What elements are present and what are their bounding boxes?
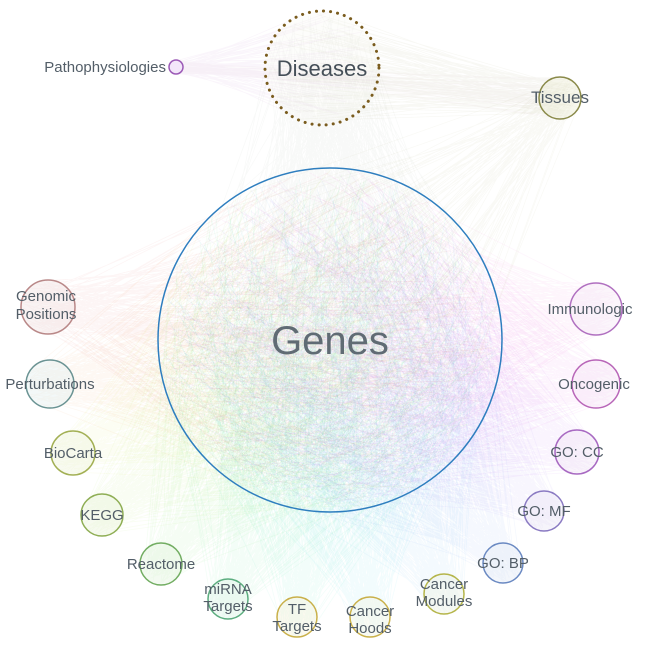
node-oncogenic-label: Oncogenic <box>558 376 630 393</box>
edge-bundle-genes-tissues <box>163 78 580 506</box>
edge-bundle-genes-diseases <box>159 11 495 505</box>
edge-bundle-genes-biocarta <box>52 169 490 489</box>
node-tf-targets[interactable] <box>276 596 318 638</box>
node-cancer-modules-label: Cancer <box>420 576 468 593</box>
edge-bundle-genes-kegg <box>81 178 496 535</box>
node-diseases[interactable] <box>263 9 381 127</box>
node-go-cc-label: GO: CC <box>550 444 604 461</box>
edge-bundle-genes-go-mf <box>160 177 564 530</box>
node-go-bp[interactable] <box>482 542 524 584</box>
node-go-bp-label: GO: BP <box>477 555 529 572</box>
edge-bundle-genes-cancer-modules <box>165 184 490 614</box>
edge-bundle-genes-perturbations <box>27 173 495 507</box>
node-perturbations-label: Perturbations <box>5 376 94 393</box>
node-genomic-positions-label: Positions <box>16 306 77 323</box>
node-immunologic[interactable] <box>569 282 623 336</box>
node-tissues[interactable] <box>538 76 582 120</box>
node-labels: Genes Diseases PathophysiologiesTissuesGen… <box>5 56 633 637</box>
node-mirna-targets-label: miRNA <box>204 581 252 598</box>
edge-bundles <box>22 11 622 637</box>
node-cancer-hoods-label: Hoods <box>348 620 391 637</box>
node-genes-label: Genes <box>271 319 389 363</box>
node-cancer-hoods-label: Cancer <box>346 603 394 620</box>
node-genes[interactable] <box>157 167 503 513</box>
node-biocarta[interactable] <box>50 430 96 476</box>
edge-bundle-genes-mirna-targets <box>161 170 498 619</box>
edge-bundle-genes-reactome <box>142 174 501 583</box>
node-pathophysiologies-label: Pathophysiologies <box>44 59 166 76</box>
node-tf-targets-label: TF <box>288 601 306 618</box>
node-genomic-positions-label: Genomic <box>16 288 77 305</box>
node-cancer-hoods[interactable] <box>349 596 391 638</box>
node-diseases-label: Diseases <box>277 56 367 81</box>
node-circles <box>20 9 623 638</box>
edge-bundle-genes-go-cc <box>162 169 599 503</box>
node-kegg[interactable] <box>80 493 124 537</box>
edge-bundle-genes-genomic-positions <box>22 172 491 506</box>
node-immunologic-label: Immunologic <box>547 301 633 318</box>
edge-bundle-genes-go-bp <box>165 177 523 583</box>
node-oncogenic[interactable] <box>571 359 621 409</box>
node-tf-targets-label: Targets <box>272 618 321 635</box>
edge-bundle-pathophysiologies-tissues <box>170 59 580 118</box>
node-perturbations[interactable] <box>25 359 75 409</box>
node-mirna-targets-label: Targets <box>203 598 252 615</box>
node-go-mf[interactable] <box>523 490 565 532</box>
node-cancer-modules-label: Modules <box>416 593 473 610</box>
node-reactome-label: Reactome <box>127 556 195 573</box>
node-genomic-positions[interactable] <box>20 279 76 335</box>
node-go-mf-label: GO: MF <box>517 503 570 520</box>
node-reactome[interactable] <box>139 542 183 586</box>
node-go-cc[interactable] <box>554 429 600 475</box>
edge-bundle-genes-cancer-hoods <box>162 179 491 637</box>
edge-bundle-diseases-pathophysiologies <box>169 11 378 118</box>
edge-bundle-diseases-tissues <box>266 13 580 124</box>
node-tissues-label: Tissues <box>531 88 589 107</box>
node-cancer-modules[interactable] <box>423 573 465 615</box>
node-mirna-targets[interactable] <box>207 578 249 620</box>
node-biocarta-label: BioCarta <box>44 445 103 462</box>
edge-bundle-genes-tf-targets <box>160 182 499 637</box>
node-kegg-label: KEGG <box>80 507 123 524</box>
node-pathophysiologies[interactable] <box>168 59 184 75</box>
